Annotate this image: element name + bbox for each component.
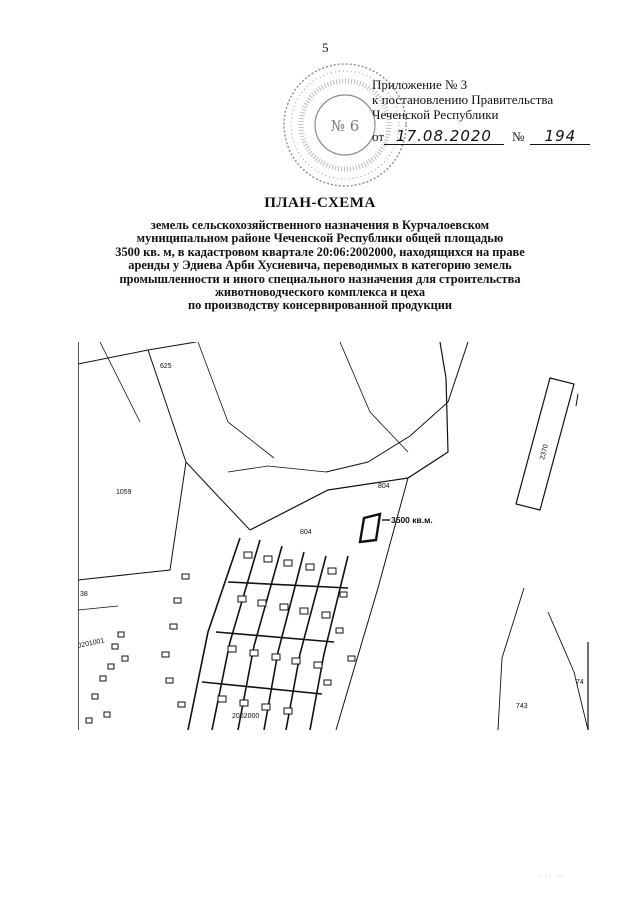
number-prefix: № [512,129,525,144]
quarter-label-2002000: 2002000 [232,713,259,720]
target-area-callout: 3500 кв.м. [391,515,433,525]
parcel-label-2370: 2370 [539,444,550,461]
appendix-block: Приложение № 3 к постановлению Правитель… [372,77,591,145]
appendix-government: Чеченской Республики [372,107,499,122]
date-prefix: от [372,129,385,144]
parcel-label-0201001: 0201001 [78,637,105,650]
appendix-title: Приложение № 3 [372,77,468,92]
appendix-resolution: к постановлению Правительства [372,92,554,107]
document-title: ПЛАН-СХЕМА [264,195,376,211]
parcel-label-38: 38 [80,591,88,598]
subtitle-line: земель сельскохозяйственного назначения … [150,218,490,232]
cadastral-map: 625 1059 804 804 2370 38 0201001 743 74 … [78,342,590,730]
parcel-label-743: 743 [516,703,528,710]
seal-stamp-icon: № 6 [283,63,407,187]
subtitle-line: 3500 кв. м, в кадастровом квартале 20:06… [115,244,525,259]
handwritten-number: 194 [530,129,591,145]
footer-marks: · ·· ·· [538,874,565,880]
cadastral-map-drawing: 625 1059 804 804 2370 38 0201001 743 74 … [78,342,589,730]
parcel-label-74: 74 [576,679,584,686]
page-number: 5 [322,40,329,55]
document-subtitle: земель сельскохозяйственного назначения … [60,218,580,313]
parcel-label-804: 804 [300,529,312,536]
parcel-label-804-north: 804 [378,483,390,490]
subtitle-line: муниципальном районе Чеченской Республик… [136,231,504,246]
subtitle-line: животноводческого комплекса и цеха [214,285,426,300]
subtitle-line: промышленности и иного специального назн… [119,271,521,286]
seal-center-text: № 6 [331,117,360,135]
appendix-date-number-row: от 17.08.2020 № 194 [372,129,591,145]
official-seal: № 6 [280,60,410,190]
parcel-label-625: 625 [160,363,172,370]
handwritten-date: 17.08.2020 [384,129,505,145]
subtitle-line: аренды у Эдиева Арби Хусиевича, переводи… [128,258,512,273]
parcel-label-1059: 1059 [116,489,132,496]
subtitle-line: по производству консервированной продукц… [187,298,453,313]
